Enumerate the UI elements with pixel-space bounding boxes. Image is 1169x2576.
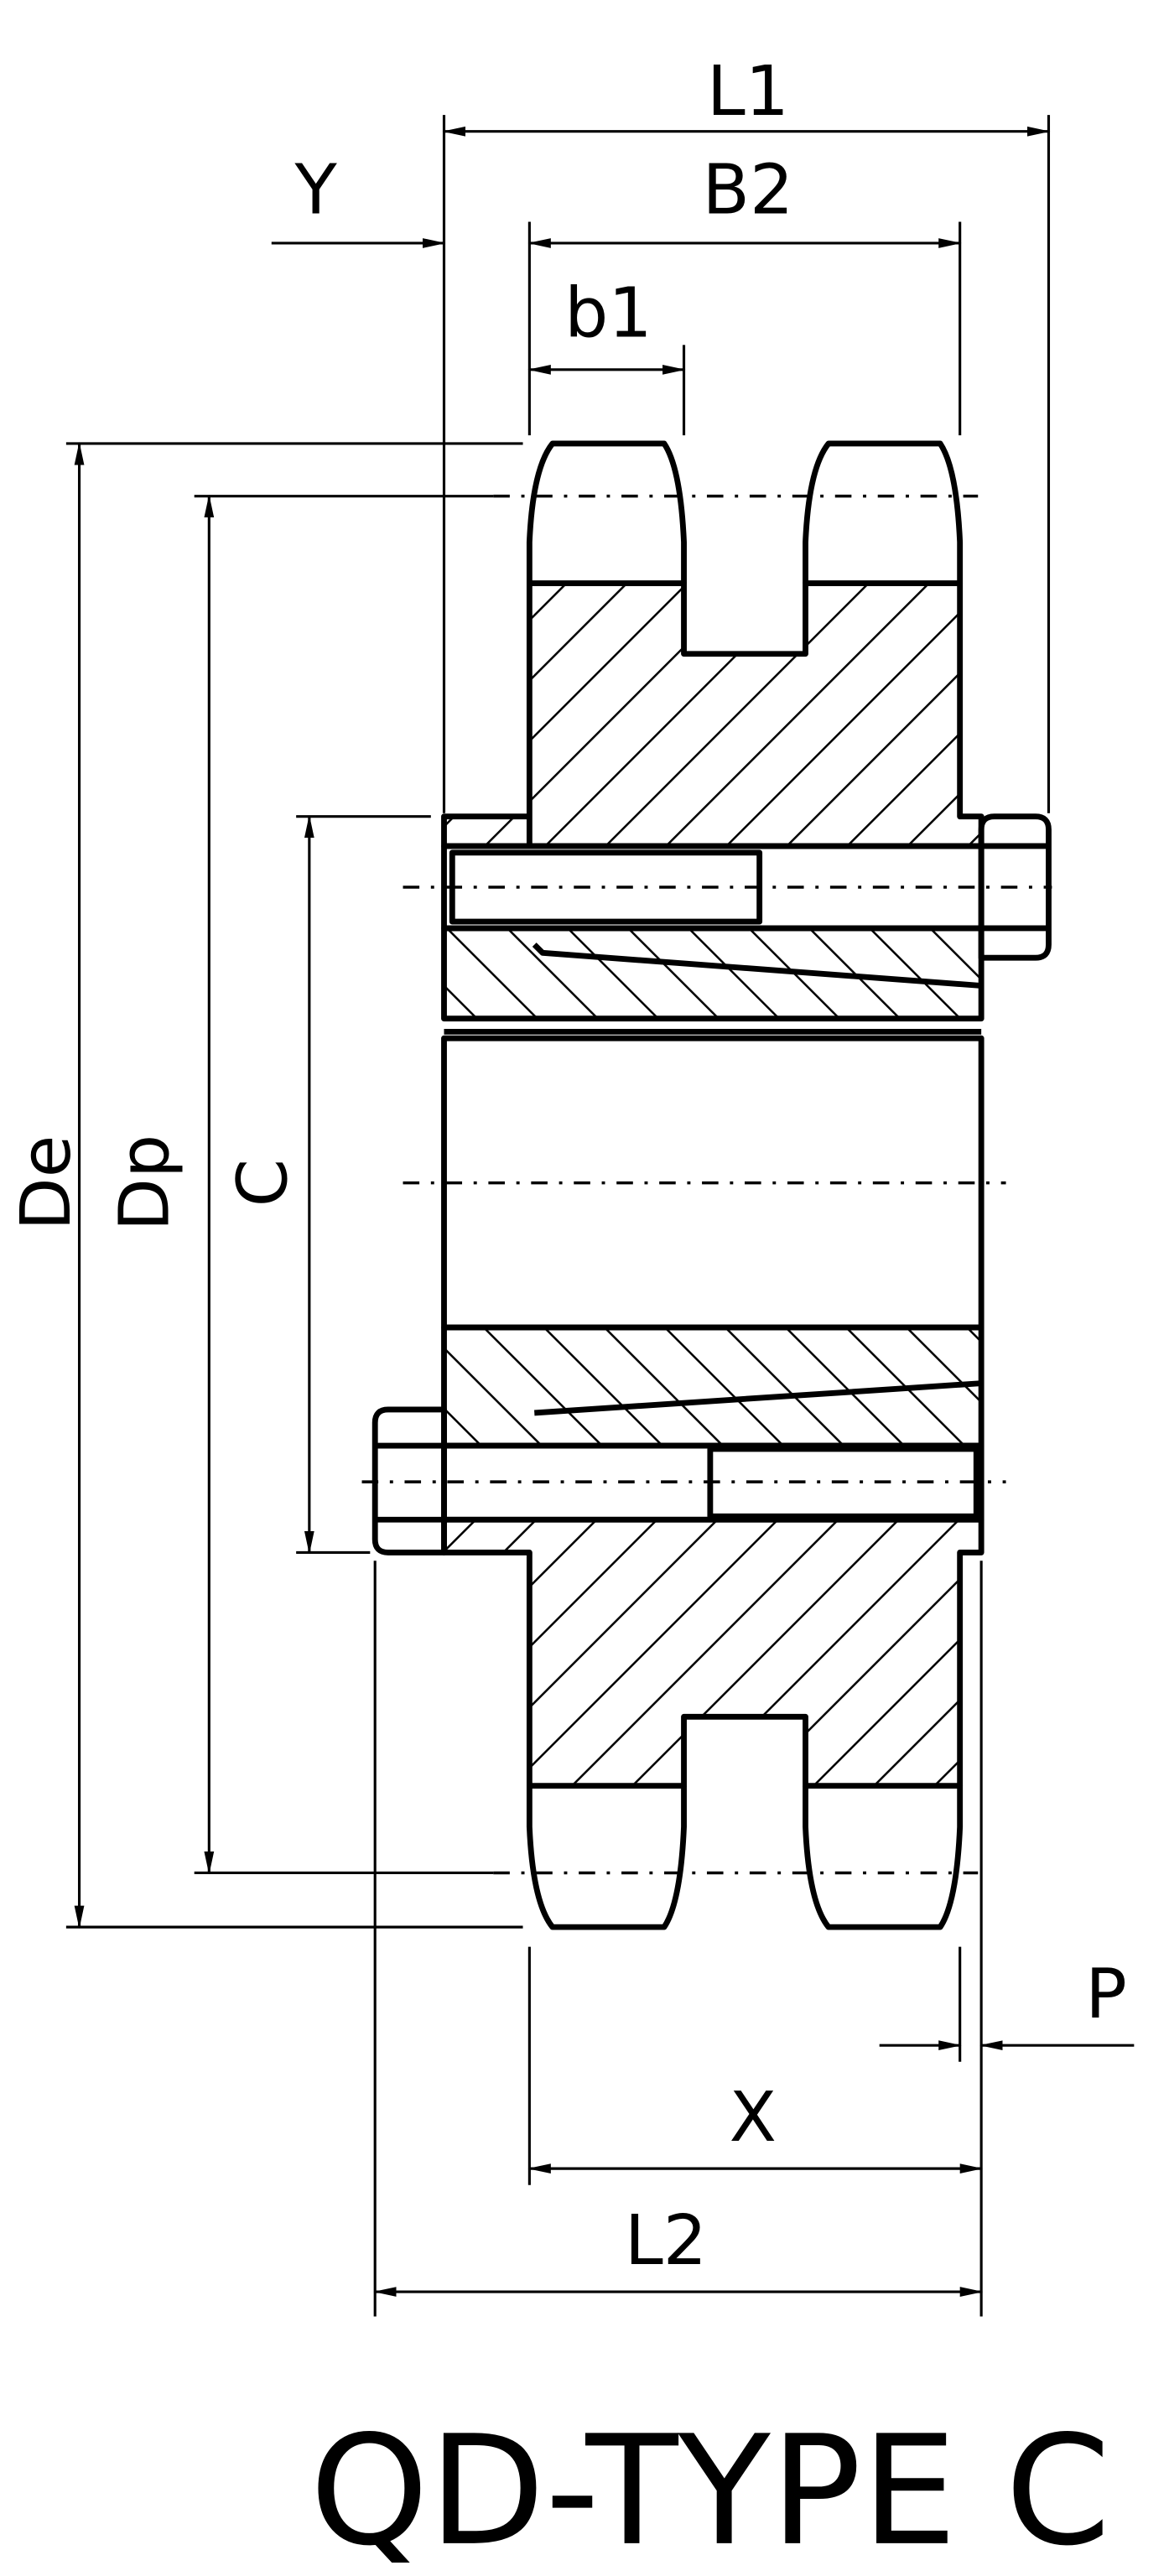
label-C: C — [223, 1159, 303, 1207]
top-bushing-section — [441, 925, 985, 1022]
extension-lines — [65, 115, 1051, 2317]
center-lines — [361, 494, 1052, 1875]
label-P: P — [1085, 1955, 1127, 2034]
bottom-teeth — [526, 1785, 964, 1930]
top-teeth — [526, 440, 964, 584]
label-Dp: Dp — [105, 1135, 184, 1232]
label-B2: B2 — [703, 151, 794, 231]
label-De: De — [7, 1135, 86, 1231]
label-L1: L1 — [707, 52, 789, 132]
top-hub-section — [441, 580, 985, 849]
bottom-hub-section — [441, 1516, 985, 1789]
drawing-title: QD-TYPE C — [309, 2403, 1110, 2576]
label-Y: Y — [294, 151, 338, 231]
dimension-lines — [74, 126, 1135, 2297]
label-L2: L2 — [625, 2201, 707, 2281]
label-X: X — [730, 2078, 777, 2158]
label-b1: b1 — [564, 274, 652, 354]
